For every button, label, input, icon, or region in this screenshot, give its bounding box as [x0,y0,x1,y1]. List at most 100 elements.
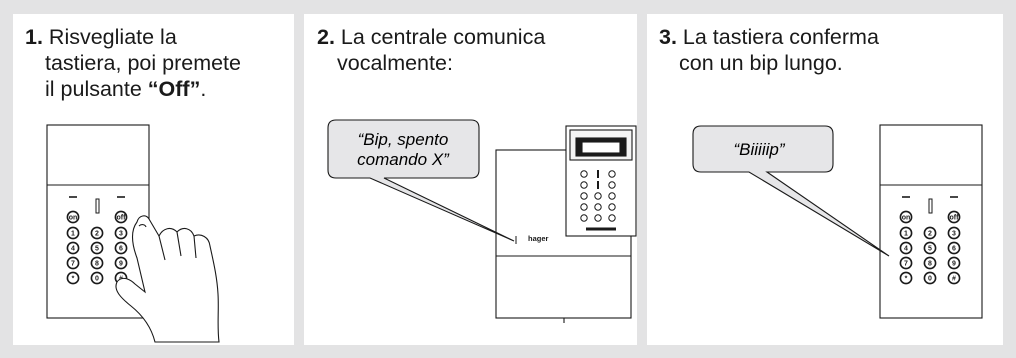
key-7[interactable] [899,256,913,270]
key-1[interactable] [899,226,913,240]
key-7-label: 7 [71,261,75,268]
central-led [597,170,599,178]
central-unit-illustration: hager “Bip, spento comando X” [327,119,637,323]
central-key [594,192,602,200]
key-5-label: 5 [95,246,99,253]
key-6-label: 6 [119,246,123,253]
key-off-label: off [950,215,960,222]
step-1-panel: 1. Risvegliate la tastiera, poi premete … [13,14,294,345]
key-9-label: 9 [119,261,123,268]
central-keypad-buttons [580,170,616,222]
key-11-label: 0 [95,276,99,283]
central-key [608,214,616,222]
key-11[interactable] [923,271,937,285]
key-2[interactable] [923,226,937,240]
key-4-label: 4 [71,246,75,253]
step-3-number: 3. [659,25,677,49]
key-11[interactable] [90,271,104,285]
central-speech-bubble: “Bip, spento comando X” [327,119,515,242]
key-9[interactable] [114,256,128,270]
central-key [580,192,588,200]
central-key [594,214,602,222]
keypad-speech-bubble: “Biiiiip” [692,125,890,257]
key-3[interactable] [947,226,961,240]
brand-label: hager [528,234,549,243]
central-key [580,170,588,178]
central-key [580,181,588,189]
central-key [608,170,616,178]
key-off[interactable] [114,210,128,224]
step-3-text: 3. La tastiera conferma con un bip lungo… [659,24,879,76]
key-12[interactable] [947,271,961,285]
key-10[interactable] [66,271,80,285]
step-1-line-2: tastiera, poi premete [45,51,241,75]
key-5-label: 5 [928,246,932,253]
key-4[interactable] [899,241,913,255]
key-5[interactable] [90,241,104,255]
key-4-label: 4 [904,246,908,253]
key-2[interactable] [90,226,104,240]
step-3-panel: 3. La tastiera conferma con un bip lungo… [647,14,1003,345]
step-3-line-2: con un bip lungo. [679,51,843,75]
key-10[interactable] [899,271,913,285]
key-10-label: * [905,276,908,283]
key-12-label: # [952,276,956,283]
key-3[interactable] [114,226,128,240]
central-led [597,181,599,189]
key-7[interactable] [66,256,80,270]
key-3-label: 3 [119,231,123,238]
step-2-line-1: La centrale comunica [340,25,546,49]
led-center [928,198,933,214]
step-3-line-1: La tastiera conferma [682,25,879,49]
step-1-line-1: Risvegliate la [48,25,177,49]
central-key [580,214,588,222]
key-8[interactable] [923,256,937,270]
central-key [608,192,616,200]
off-keyword: “Off” [147,77,201,101]
key-1[interactable] [66,226,80,240]
key-7-label: 7 [904,261,908,268]
key-8-label: 8 [928,261,932,268]
key-9-label: 9 [952,261,956,268]
key-9[interactable] [947,256,961,270]
step-2-panel: 2. La centrale comunica vocalmente: hage… [304,14,637,345]
central-key [608,203,616,211]
key-on[interactable] [899,210,913,224]
step-1-text: 1. Risvegliate la tastiera, poi premete … [25,24,241,102]
key-6[interactable] [947,241,961,255]
key-on[interactable] [66,210,80,224]
key-1-label: 1 [71,231,75,238]
key-6[interactable] [114,241,128,255]
key-10-label: * [72,276,75,283]
key-on-label: on [902,215,911,222]
key-6-label: 6 [952,246,956,253]
key-2-label: 2 [95,231,99,238]
central-speech-line-2: comando X” [357,150,450,169]
step-1-end: . [200,77,207,101]
step-2-number: 2. [317,25,335,49]
hand-icon [115,215,220,343]
central-key [608,181,616,189]
key-off[interactable] [947,210,961,224]
key-3-label: 3 [952,231,956,238]
central-speech-line-1: “Bip, spento [358,130,449,149]
key-4[interactable] [66,241,80,255]
central-key [580,203,588,211]
key-5[interactable] [923,241,937,255]
key-1-label: 1 [904,231,908,238]
key-2-label: 2 [928,231,932,238]
central-keypad-label [581,141,621,154]
key-8[interactable] [90,256,104,270]
key-8-label: 8 [95,261,99,268]
step-1-line-3: il pulsante [45,77,148,101]
step-2-line-2: vocalmente: [337,51,453,75]
key-off-label: off [117,215,127,222]
keypad-body [879,124,983,319]
central-key [594,203,602,211]
step-2-text: 2. La centrale comunica vocalmente: [317,24,545,76]
step-1-number: 1. [25,25,43,49]
keypad-speech-text: “Biiiiip” [734,140,786,159]
